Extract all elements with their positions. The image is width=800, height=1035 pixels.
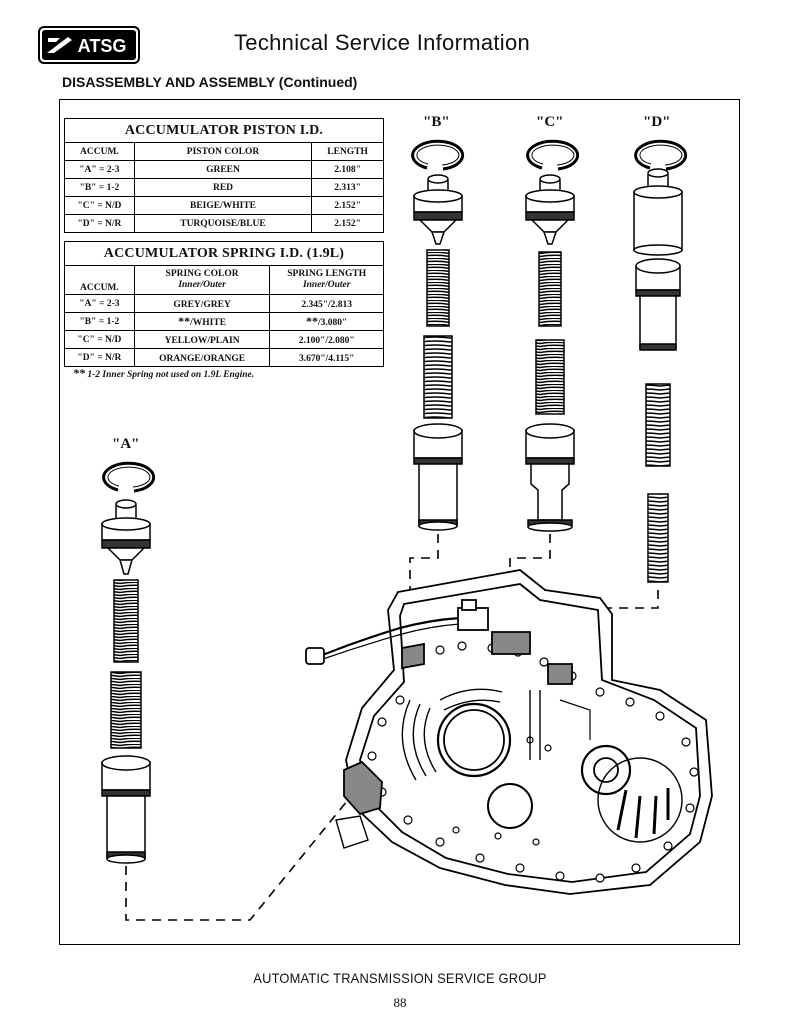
accumulator-c-parts [525,174,575,532]
piston-cell: "B" = 1-2 [64,178,135,197]
table-row: "C" = N/D BEIGE/WHITE 2.152" [64,196,384,215]
accumulator-a-parts [101,499,151,864]
spring-header-length-sub: Inner/Outer [302,280,351,290]
spring-cell: "D" = N/R [64,348,135,367]
piston-table-title: ACCUMULATOR PISTON I.D. [64,118,384,143]
spring-table-title: ACCUMULATOR SPRING I.D. (1.9L) [64,241,384,266]
spring-cell: **/3.080" [269,312,384,331]
spring-header-color-text: SPRING COLOR [165,269,239,279]
logo-text: ATSG [78,36,127,56]
spring-footnote: ** 1-2 Inner Spring not used on 1.9L Eng… [73,366,254,381]
table-row: "B" = 1-2 RED 2.313" [64,178,384,197]
spring-id-table: ACCUMULATOR SPRING I.D. (1.9L) ACCUM. SP… [64,241,384,367]
spring-header-color-sub: Inner/Outer [178,280,226,290]
footer-org: AUTOMATIC TRANSMISSION SERVICE GROUP [253,970,547,986]
section-title: DISASSEMBLY AND ASSEMBLY (Continued) [62,74,358,90]
spring-length: 2.100"/2.080" [298,336,355,346]
spring-length: /3.080" [318,318,348,328]
spring-color: YELLOW/PLAIN [164,336,240,346]
table-row: "A" = 2-3 GREEN 2.108" [64,160,384,179]
piston-cell: "A" = 2-3 [64,160,135,179]
transmission-case [305,569,713,895]
spring-cell: 2.100"/2.080" [269,330,384,349]
piston-cell: RED [133,178,313,197]
piston-cell: TURQUOISE/BLUE [133,214,313,233]
piston-cell: "C" = N/D [64,196,135,215]
piston-cell: GREEN [133,160,313,179]
atsg-logo: ATSG [38,26,140,64]
spring-color: GREY/GREY [173,300,231,310]
footnote-mark: ** [178,314,191,328]
label-b: "B" [423,114,450,130]
spring-length: 3.670"/4.115" [298,354,355,364]
snap-ring-c [526,139,580,171]
page-title: Technical Service Information [234,30,531,55]
atsg-logo-mark: ATSG [38,26,140,64]
piston-cell: 2.152" [311,196,384,215]
spring-cell: 3.670"/4.115" [269,348,384,367]
page-number: 88 [393,995,407,1010]
snap-ring-d [634,139,688,171]
piston-header-color: PISTON COLOR [133,142,313,161]
spring-cell: "A" = 2-3 [64,294,135,313]
piston-cell: BEIGE/WHITE [133,196,313,215]
spring-cell: YELLOW/PLAIN [133,330,271,349]
snap-ring-b [411,139,465,171]
spring-header-length-text: SPRING LENGTH [287,269,367,279]
spring-header-accum: ACCUM. [64,265,135,295]
label-a: "A" [112,436,140,452]
piston-cell: 2.108" [311,160,384,179]
accumulator-b-parts [413,174,463,531]
piston-cell: 2.152" [311,214,384,233]
spring-color: ORANGE/ORANGE [159,354,246,364]
table-row: "B" = 1-2 **/WHITE **/3.080" [64,312,384,331]
snap-ring-a [102,461,156,493]
accumulator-d-parts [633,168,683,583]
footnote-mark: ** [306,314,319,328]
piston-header-length: LENGTH [311,142,384,161]
piston-id-table: ACCUMULATOR PISTON I.D. ACCUM. PISTON CO… [64,118,384,233]
table-row: "A" = 2-3 GREY/GREY 2.345"/2.813 [64,294,384,313]
table-row: "C" = N/D YELLOW/PLAIN 2.100"/2.080" [64,330,384,349]
spring-cell: **/WHITE [133,312,271,331]
table-row: "D" = N/R ORANGE/ORANGE 3.670"/4.115" [64,348,384,367]
spring-length: 2.345"/2.813 [301,300,353,310]
piston-cell: "D" = N/R [64,214,135,233]
piston-cell: 2.313" [311,178,384,197]
spring-cell: "B" = 1-2 [64,312,135,331]
spring-cell: "C" = N/D [64,330,135,349]
spring-cell: GREY/GREY [133,294,271,313]
figure-frame [59,99,740,945]
footnote-text: 1-2 Inner Spring not used on 1.9L Engine… [85,370,255,380]
piston-header-accum: ACCUM. [64,142,135,161]
spring-cell: ORANGE/ORANGE [133,348,271,367]
spring-cell: 2.345"/2.813 [269,294,384,313]
spring-color: /WHITE [190,318,227,328]
label-d: "D" [643,114,671,130]
table-row: "D" = N/R TURQUOISE/BLUE 2.152" [64,214,384,233]
label-c: "C" [536,114,564,130]
footnote-mark: ** [73,366,85,380]
